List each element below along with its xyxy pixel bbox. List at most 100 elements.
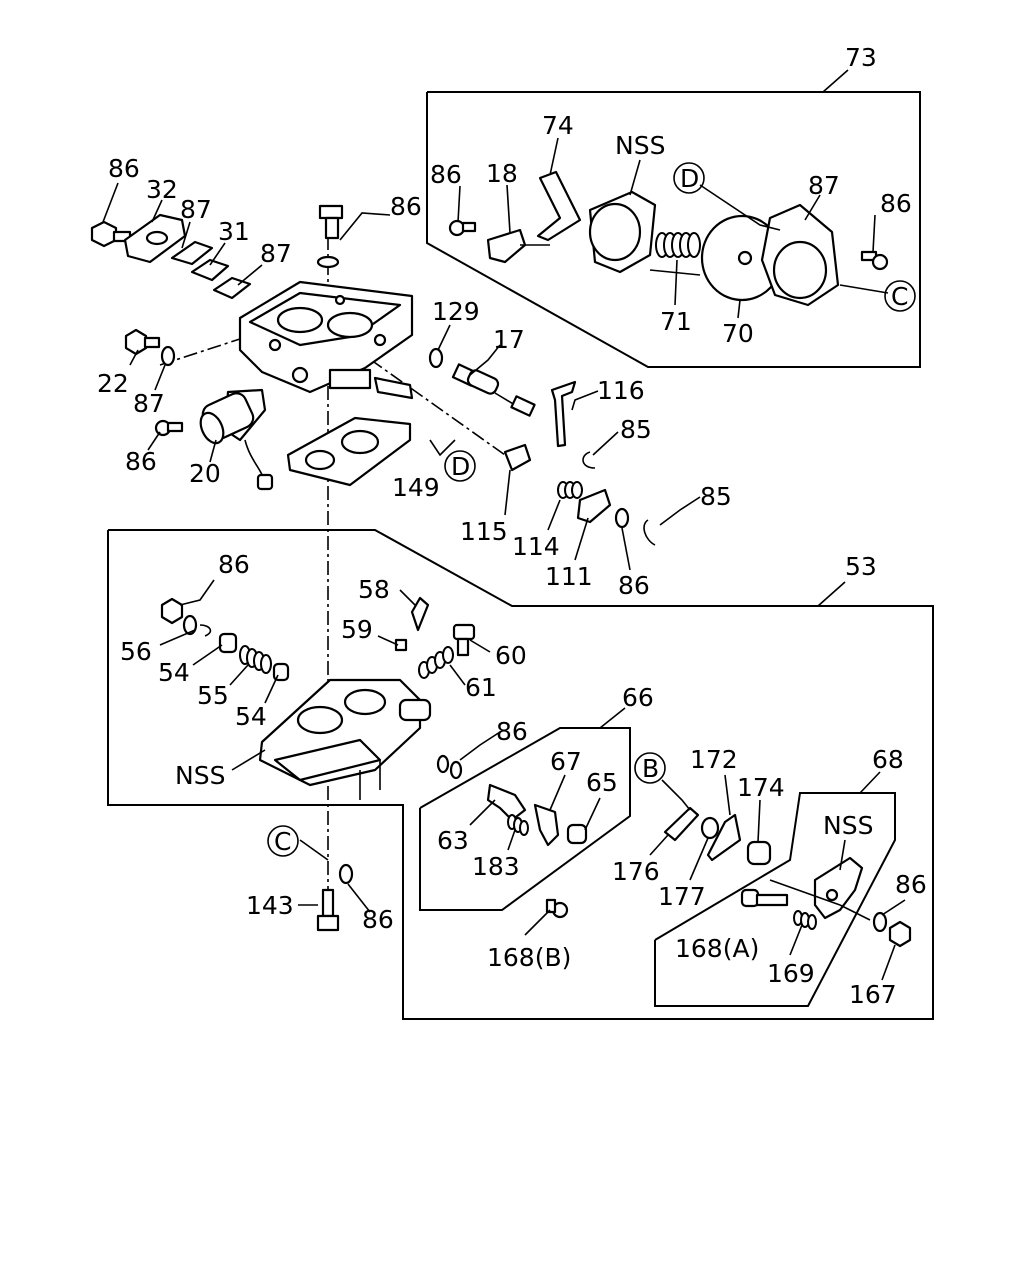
- group-73-box: [426, 91, 921, 368]
- lever-172: [706, 813, 742, 862]
- spring-55: [239, 645, 272, 674]
- label-129: 129: [432, 297, 480, 326]
- label-87: 87: [133, 389, 165, 418]
- spring-183: [507, 814, 529, 836]
- label-53: 53: [845, 552, 877, 581]
- label-172: 172: [690, 745, 738, 774]
- bolt-86-top: [316, 204, 344, 269]
- screw-86-right-group73: [860, 250, 889, 271]
- seat-59: [394, 638, 408, 652]
- screw-168b: [545, 898, 569, 919]
- ref-circle-d-1: [444, 450, 476, 482]
- label-c: C: [274, 827, 291, 856]
- label-177: 177: [658, 882, 706, 911]
- label-nss: NSS: [615, 131, 665, 160]
- sensor-17: [451, 363, 536, 417]
- label-54: 54: [158, 658, 190, 687]
- bolt-143: [316, 888, 340, 932]
- label-67: 67: [550, 747, 582, 776]
- link-176: [663, 806, 700, 842]
- label-nss: NSS: [175, 761, 225, 790]
- screw-86-group73: [448, 219, 477, 237]
- label-31: 31: [218, 217, 250, 246]
- label-d: D: [680, 164, 699, 193]
- housing-87: [760, 203, 840, 307]
- label-c: C: [891, 282, 908, 311]
- label-55: 55: [197, 681, 229, 710]
- link-115: [503, 443, 532, 472]
- collar-174: [746, 840, 772, 866]
- diaphragm-cover-nss: [588, 190, 657, 274]
- part-labels: 86 32 87 31 87 86 22 87 86 20 129 17 149…: [97, 43, 927, 1009]
- label-85: 85: [620, 415, 652, 444]
- label-115: 115: [460, 517, 508, 546]
- screw-60: [452, 623, 476, 657]
- spring-71: [655, 232, 701, 258]
- washer-86-bottom: [338, 863, 354, 885]
- label-d: D: [451, 452, 470, 481]
- label-73: 73: [845, 43, 877, 72]
- label-86: 86: [430, 160, 462, 189]
- needle-58: [410, 596, 430, 632]
- label-nss: NSS: [823, 811, 873, 840]
- clip-85: [582, 451, 596, 469]
- label-167: 167: [849, 980, 897, 1009]
- label-54: 54: [235, 702, 267, 731]
- label-66: 66: [622, 683, 654, 712]
- label-114: 114: [512, 532, 560, 561]
- clip-56: [199, 624, 212, 637]
- gasket-87: [170, 240, 214, 266]
- solenoid-20: [199, 388, 274, 491]
- label-85: 85: [700, 482, 732, 511]
- lever-116: [550, 380, 577, 448]
- group-68-box: [654, 792, 896, 1007]
- bolt-22: [124, 328, 176, 367]
- label-18: 18: [486, 159, 518, 188]
- spring-61: [418, 646, 454, 679]
- washer-86-right: [614, 507, 630, 529]
- label-63: 63: [437, 826, 469, 855]
- label-74: 74: [542, 111, 574, 140]
- label-17: 17: [493, 325, 525, 354]
- bolt-168a: [740, 888, 789, 908]
- leader-lines: [102, 137, 906, 981]
- lower-carburetor-body-nss: [258, 678, 432, 800]
- group-66-box: [419, 727, 631, 911]
- label-68: 68: [872, 745, 904, 774]
- lever-111: [576, 488, 612, 524]
- lever-74: [536, 170, 582, 242]
- cap-65: [566, 823, 588, 845]
- label-86: 86: [108, 154, 140, 183]
- washer-177: [700, 816, 720, 840]
- label-58: 58: [358, 575, 390, 604]
- label-60: 60: [495, 641, 527, 670]
- clip-85-b: [643, 519, 656, 546]
- label-32: 32: [146, 175, 178, 204]
- nut-167: [888, 920, 912, 948]
- label-149: 149: [392, 473, 440, 502]
- label-86: 86: [362, 905, 394, 934]
- label-183: 183: [472, 852, 520, 881]
- upper-carburetor-body: [238, 280, 414, 400]
- label-61: 61: [465, 673, 497, 702]
- lever-67: [533, 803, 560, 847]
- label-176: 176: [612, 857, 660, 886]
- gasket-87-b: [212, 276, 252, 300]
- ref-circle-d-2: [673, 162, 705, 194]
- label-86: 86: [390, 192, 422, 221]
- gasket-149: [286, 416, 412, 487]
- ref-circle-c-2: [267, 825, 299, 857]
- label-65: 65: [586, 768, 618, 797]
- washer-86-group53: [436, 754, 450, 774]
- washer-86-group68: [872, 911, 888, 933]
- group-53-box: [107, 529, 934, 1020]
- label-22: 22: [97, 369, 129, 398]
- label-86: 86: [895, 870, 927, 899]
- label-86: 86: [496, 717, 528, 746]
- label-87: 87: [180, 195, 212, 224]
- label-87: 87: [260, 239, 292, 268]
- cover-32: [123, 213, 187, 264]
- label-70: 70: [722, 319, 754, 348]
- bolt-86-top-left: [90, 220, 132, 248]
